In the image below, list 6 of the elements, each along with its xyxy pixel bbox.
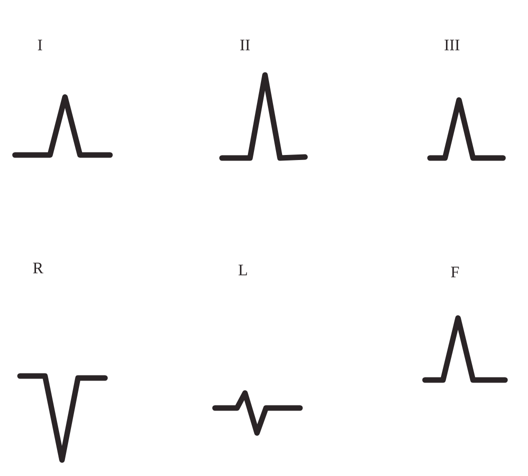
lead-label: II — [240, 40, 250, 50]
lead-label: I — [38, 40, 42, 50]
lead-label: F — [451, 266, 459, 278]
lead-label: III — [444, 40, 460, 50]
lead-label: L — [238, 264, 247, 276]
lead-label: R — [33, 262, 44, 274]
